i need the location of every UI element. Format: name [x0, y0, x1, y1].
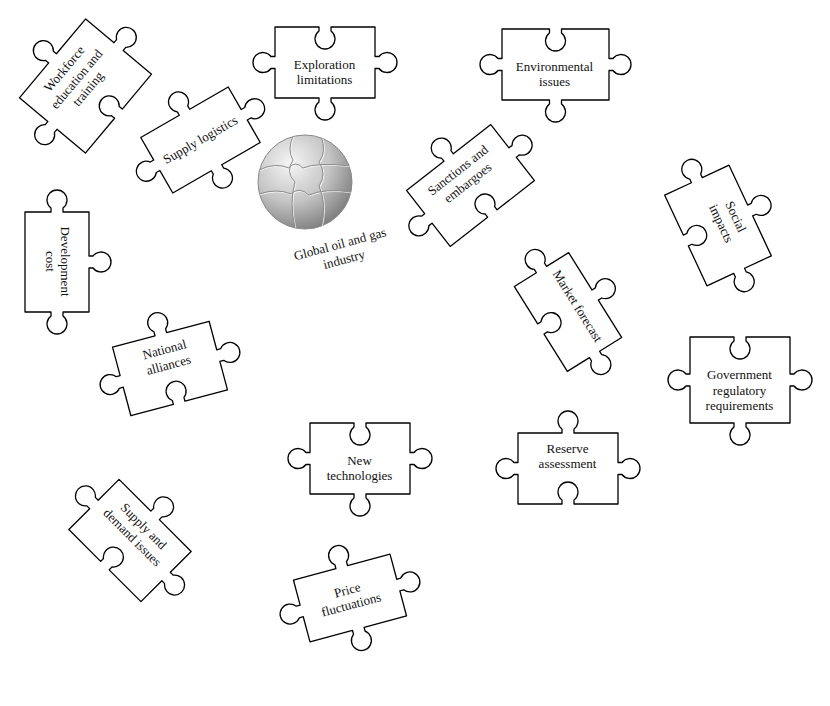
piece-label: Environmental issues — [510, 59, 600, 90]
puzzle-shape — [0, 0, 165, 170]
globe-seam — [290, 137, 296, 229]
puzzle-piece: Supply and demand issues — [32, 442, 228, 638]
puzzle-piece: Development cost — [0, 186, 115, 338]
puzzle-piece: Environmental issues — [476, 3, 635, 126]
puzzle-piece: Market forecast — [479, 217, 658, 407]
globe-seam — [319, 136, 324, 228]
puzzle-piece: National alliances — [81, 289, 260, 447]
piece-text-group: Environmental issues — [510, 59, 600, 90]
globe-seam — [289, 136, 295, 228]
puzzle-shape — [496, 411, 640, 504]
puzzle-shape — [288, 423, 432, 516]
puzzle-piece: Government regulatory requirements — [664, 311, 816, 449]
piece-label: Development cost — [42, 222, 73, 302]
puzzle-outline — [479, 217, 658, 407]
puzzle-shape — [655, 135, 800, 305]
piece-text-group: Government regulatory requirements — [700, 367, 780, 414]
globe-seam — [259, 190, 351, 195]
puzzle-shape — [375, 93, 551, 259]
piece-label: Reserve assessment — [528, 441, 608, 472]
piece-label: New technologies — [320, 453, 400, 484]
piece-text-group: Reserve assessment — [528, 441, 608, 472]
puzzle-piece: New technologies — [284, 397, 436, 520]
globe-seam — [259, 164, 351, 170]
piece-text-group: Development cost — [42, 222, 73, 302]
puzzle-shape — [253, 27, 397, 120]
puzzle-shape — [53, 448, 222, 617]
piece-text-group: New technologies — [320, 453, 400, 484]
puzzle-shape — [25, 190, 111, 334]
globe-text-group: Global oil and gas industry — [275, 220, 409, 284]
puzzle-piece: Price fluctuations — [262, 522, 439, 673]
puzzle-piece: Social impacts — [630, 130, 806, 320]
piece-label: Global oil and gas industry — [275, 220, 409, 284]
puzzle-shape — [668, 337, 812, 445]
piece-label: Government regulatory requirements — [700, 367, 780, 414]
piece-label: Exploration limitations — [285, 57, 365, 88]
globe-illustration — [255, 132, 355, 232]
globe-seam — [260, 191, 352, 196]
piece-text-group: Exploration limitations — [285, 57, 365, 88]
puzzle-shape — [480, 29, 631, 122]
globe-seam — [260, 165, 352, 171]
globe-node: Global oil and gas industry — [255, 132, 425, 282]
puzzle-piece: Exploration limitations — [249, 1, 401, 124]
puzzle-shape — [86, 294, 249, 421]
puzzle-piece: Reserve assessment — [492, 407, 644, 530]
puzzle-shape — [503, 222, 652, 390]
globe-sphere — [258, 135, 352, 229]
puzzle-shape — [266, 527, 433, 669]
globe-seam — [320, 137, 325, 229]
